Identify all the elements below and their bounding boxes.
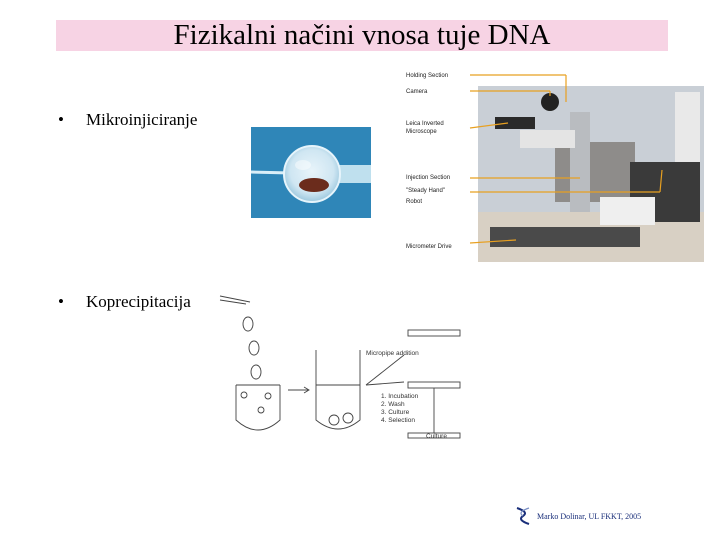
step-3: 3. Culture <box>381 409 410 416</box>
microinjection-setup-image: Holding Section Camera Leica Inverted Mi… <box>406 73 704 262</box>
slide-title: Fizikalni načini vnosa tuje DNA <box>173 19 551 51</box>
bullet-microinjection: • Mikroinjiciranje <box>58 110 197 130</box>
label-steady-hand: "Steady Hand" <box>406 188 445 194</box>
step-4: 4. Selection <box>381 417 415 424</box>
coprecipitation-diagram: Micropipe addition 1. Incubation 2. Wash… <box>219 295 461 440</box>
bullet-marker: • <box>58 292 64 311</box>
label-micrometer-drive: Micrometer Drive <box>406 244 452 250</box>
micropipette-label: Micropipe addition <box>366 350 419 357</box>
slide-title-bar: Fizikalni načini vnosa tuje DNA <box>56 19 668 51</box>
label-robot: Robot <box>406 199 422 205</box>
bullet-coprecipitation: • Koprecipitacija <box>58 292 191 312</box>
culture-label: Culture <box>426 433 447 440</box>
bullet-text: Mikroinjiciranje <box>86 110 198 129</box>
dna-logo-icon <box>516 507 530 525</box>
microinjection-cell-image <box>251 127 371 218</box>
label-leica-inverted: Leica Inverted <box>406 121 444 127</box>
label-holding-section: Holding Section <box>406 73 448 79</box>
footer: Marko Dolinar, UL FKKT, 2005 <box>514 506 641 526</box>
label-microscope: Microscope <box>406 129 437 135</box>
label-camera: Camera <box>406 89 428 95</box>
step-2: 2. Wash <box>381 401 405 408</box>
bullet-text: Koprecipitacija <box>86 292 191 311</box>
step-1: 1. Incubation <box>381 393 419 400</box>
label-injection-section: Injection Section <box>406 175 450 181</box>
footer-credit: Marko Dolinar, UL FKKT, 2005 <box>537 511 642 521</box>
bullet-marker: • <box>58 110 64 129</box>
